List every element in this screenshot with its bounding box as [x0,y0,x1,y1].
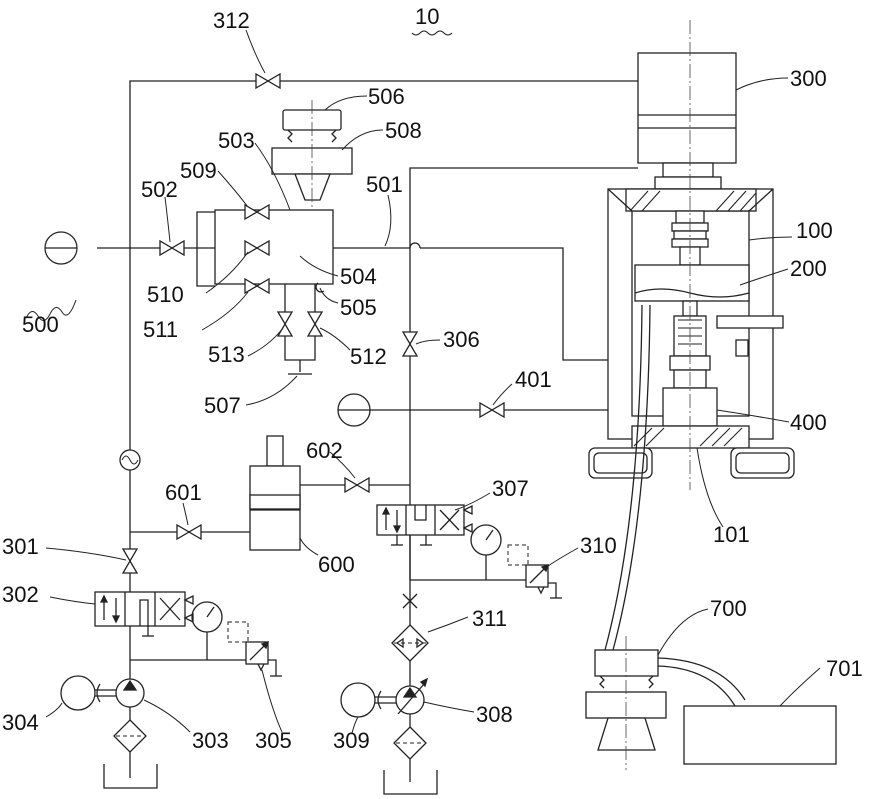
valve-512-icon [308,312,322,336]
label-101: 101 [713,522,750,547]
cylinder-300 [638,53,736,163]
label-310: 310 [580,533,617,558]
press-assembly [589,20,794,650]
valve-401-icon [480,403,504,417]
label-503: 503 [218,128,255,153]
label-501: 501 [366,172,403,197]
cylinder-600 [250,436,300,550]
label-504: 504 [340,264,377,289]
valve-601-icon [177,525,201,539]
label-700: 700 [710,596,747,621]
motor-304-icon [61,676,95,710]
label-506: 506 [368,84,405,109]
label-304: 304 [2,710,39,735]
right-circuit [341,505,562,794]
label-602: 602 [306,438,343,463]
label-306: 306 [443,327,480,352]
main-piping [97,81,638,580]
block-503 [215,210,333,284]
label-505: 505 [340,295,377,320]
label-300: 300 [790,66,827,91]
left-circuit [61,540,282,788]
label-510: 510 [147,282,184,307]
label-509: 509 [180,158,217,183]
label-100: 100 [796,218,833,243]
label-200: 200 [790,256,827,281]
label-302: 302 [2,582,39,607]
label-309: 309 [333,728,370,753]
label-701: 701 [826,656,863,681]
label-307: 307 [492,476,529,501]
label-500: 500 [22,312,59,337]
label-305: 305 [255,728,292,753]
label-303: 303 [192,728,229,753]
unit-700-701 [586,636,836,770]
tank-701 [684,706,836,764]
block-200 [635,265,749,301]
label-502: 502 [141,177,178,202]
label-600: 600 [318,552,355,577]
label-601: 601 [165,480,202,505]
label-311: 311 [472,606,507,631]
label-511: 511 [143,317,178,342]
valve-301-icon [123,549,137,573]
label-301: 301 [2,534,39,559]
label-507: 507 [204,393,241,418]
label-513: 513 [208,342,245,367]
valve-602-icon [345,478,369,492]
label-508: 508 [385,118,422,143]
label-401: 401 [515,367,552,392]
unit-700 [595,650,658,676]
label-312: 312 [213,8,250,33]
motor-309-icon [341,683,375,717]
valve-306-icon [403,332,417,356]
valve-312-icon [256,74,280,88]
label-400: 400 [790,410,827,435]
valve-513-icon [278,312,292,336]
valve-502-icon [160,241,184,255]
figure-number: 10 [415,4,439,29]
label-512: 512 [350,344,387,369]
label-308: 308 [476,702,513,727]
base-101 [632,426,749,448]
